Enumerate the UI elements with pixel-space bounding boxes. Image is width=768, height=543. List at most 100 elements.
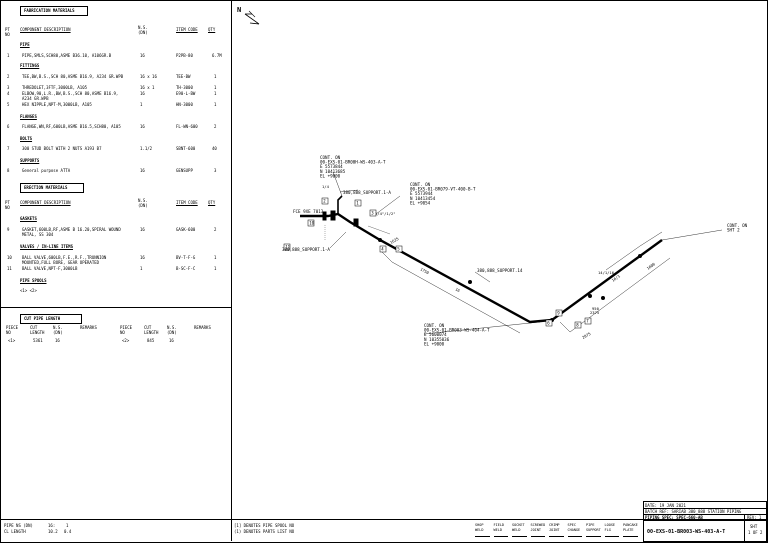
symbol-legend-label: LOOSE FLG bbox=[604, 523, 616, 532]
support-1-label: 380,888_SUPPORT.1-A bbox=[343, 190, 391, 195]
balloon-label: 10 bbox=[309, 221, 314, 226]
dimension-label: 14/1/16 bbox=[598, 270, 615, 275]
ere-col-qty: QTY bbox=[208, 200, 216, 205]
cut-length2: 845 bbox=[147, 338, 155, 343]
cut-h-remarks2: REMARKS bbox=[194, 325, 211, 330]
dimension-label: 1/4"/1/2" bbox=[375, 211, 396, 216]
cut-h-length1: CUT LENGTH bbox=[30, 325, 45, 335]
fab-col-qty: QTY bbox=[208, 27, 216, 32]
summary-cl-label: CL LENGTH bbox=[4, 529, 26, 534]
cont-mid-line: EL +9054 bbox=[410, 200, 431, 205]
dimension-label: 1625 bbox=[389, 236, 399, 245]
legend-parts: (1) DENOTES PARTS LIST NO bbox=[234, 529, 295, 534]
summary-ns-label: PIPE NS (DN) bbox=[4, 523, 33, 528]
cont-top-line: EL +9000 bbox=[320, 173, 341, 178]
cut-ns1: 16 bbox=[55, 338, 60, 343]
cut-piece1: <1> bbox=[8, 338, 16, 343]
ns-1: 16 bbox=[140, 53, 145, 58]
fab-col-desc: COMPONENT DESCRIPTION bbox=[20, 27, 71, 32]
qty-6: 2 bbox=[214, 124, 217, 129]
balloon-box bbox=[584, 317, 592, 325]
cont-bottom-line: N 10355036 bbox=[424, 337, 450, 342]
main-pipe bbox=[300, 171, 723, 335]
qty-9: 2 bbox=[214, 227, 217, 232]
pt-10: 10 bbox=[7, 255, 12, 260]
code-3: TH-3000 bbox=[176, 85, 193, 90]
ns-9: 16 bbox=[140, 227, 145, 232]
code-2: TEE-BW bbox=[176, 74, 191, 79]
dimension-label: 16/1 bbox=[611, 273, 622, 283]
cont-bottom-line: 00-EXS-01-BR003-WS-404-A-T bbox=[424, 328, 490, 333]
balloon-label: 7 bbox=[586, 319, 589, 324]
symbol-legend-glyph bbox=[623, 536, 638, 537]
code-8: GENSUPP bbox=[176, 168, 193, 173]
weld-3 bbox=[588, 294, 592, 298]
weld-4 bbox=[601, 296, 605, 300]
legend-spool: [1] DENOTES PIPE SPOOL NO bbox=[234, 523, 295, 528]
desc-11: BALL VALVE,NPT-F,3000LB bbox=[22, 266, 78, 271]
summary-ns-val2: 1 bbox=[66, 523, 69, 528]
support-14-label: 380,888_SUPPORT.14 bbox=[477, 268, 523, 273]
summary-cl-val2: 0.4 bbox=[64, 529, 72, 534]
symbol-legend-glyph bbox=[586, 536, 601, 537]
code-11: B-SC-F-C bbox=[176, 266, 196, 271]
ns-7: 1.1/2 bbox=[140, 146, 153, 151]
code-6: FL-WN-600 bbox=[176, 124, 198, 129]
qty-1: 6.7M bbox=[212, 53, 222, 58]
symbol-legend-label: PIPE SUPPORT bbox=[586, 523, 601, 532]
qty-8: 3 bbox=[214, 168, 217, 173]
flange-tag: FCE 9XE 7013 bbox=[293, 209, 324, 214]
cut-h-remarks1: REMARKS bbox=[80, 325, 97, 330]
balloon-box bbox=[395, 245, 403, 253]
dimension-labels: 1/4162517501695016/12375160014/1/1620751… bbox=[322, 184, 657, 340]
symbol-legend-label: SOCKET WELD bbox=[512, 523, 525, 532]
balloon-box bbox=[354, 199, 362, 207]
ns-6: 16 bbox=[140, 124, 145, 129]
cont-top-line: 00-EXS-01-BR00H-WS-403-A-T bbox=[320, 160, 386, 165]
balloon-label: 11 bbox=[285, 245, 290, 250]
qty-2: 1 bbox=[214, 74, 217, 79]
pt-7: 7 bbox=[7, 146, 10, 151]
ns-5: 1 bbox=[140, 102, 143, 107]
cut-h-ns1: N.S. (DN) bbox=[53, 325, 63, 335]
cut-h-ns2: N.S. (DN) bbox=[167, 325, 177, 335]
cut-length-title: CUT PIPE LENGTH bbox=[24, 316, 61, 321]
weld-2 bbox=[468, 280, 472, 284]
cont-right-line: SHT 2 bbox=[727, 228, 740, 233]
cont-mid-line: E 5573944 bbox=[410, 191, 433, 196]
balloon-box bbox=[545, 319, 553, 327]
pt-4: 4 bbox=[7, 91, 10, 96]
group-valves: VALVES / IN-LINE ITEMS bbox=[20, 244, 73, 249]
summary-cl-val: 10.2 bbox=[48, 529, 58, 534]
group-spools: PIPE SPOOLS bbox=[20, 278, 47, 283]
support-1b-label: 380,888_SUPPORT.1-A bbox=[282, 247, 330, 252]
group-supports: SUPPORTS bbox=[20, 158, 40, 163]
symbol-legend-label: FIELD WELD bbox=[493, 523, 505, 532]
code-5: HN-3000 bbox=[176, 102, 193, 107]
qty-10: 1 bbox=[214, 255, 217, 260]
balloon-box bbox=[574, 321, 582, 329]
balloon-label: 4 bbox=[381, 247, 384, 252]
pt-1: 1 bbox=[7, 53, 10, 58]
qty-3: 1 bbox=[214, 85, 217, 90]
symbol-legend-label: PANCAKE PLATE bbox=[623, 523, 638, 532]
code-7: SBNT-600 bbox=[176, 146, 196, 151]
dimension-label: 2075 bbox=[581, 331, 591, 340]
title-block bbox=[643, 501, 767, 542]
symbol-legend-glyph bbox=[567, 536, 582, 537]
fabrication-title: FABRICATION MATERIALS bbox=[24, 8, 75, 13]
tb-drawing-no: 00-EXS-01-BR003-WS-403-A-T bbox=[647, 529, 726, 535]
cont-top-line: E 5573844 bbox=[320, 164, 343, 169]
cut-ns2: 16 bbox=[169, 338, 174, 343]
flange-1 bbox=[322, 211, 327, 221]
legend-divider bbox=[231, 519, 766, 520]
dimension-label: 2375 bbox=[590, 310, 599, 315]
valve bbox=[330, 210, 336, 221]
ns-10: 16 bbox=[140, 255, 145, 260]
cont-bottom-line: CONT. ON bbox=[424, 323, 445, 328]
symbol-legend-glyph bbox=[493, 536, 508, 537]
tb-date: DATE: 19 JAN 2021 bbox=[645, 503, 686, 508]
ns-3: 16 x 1 bbox=[140, 85, 155, 90]
